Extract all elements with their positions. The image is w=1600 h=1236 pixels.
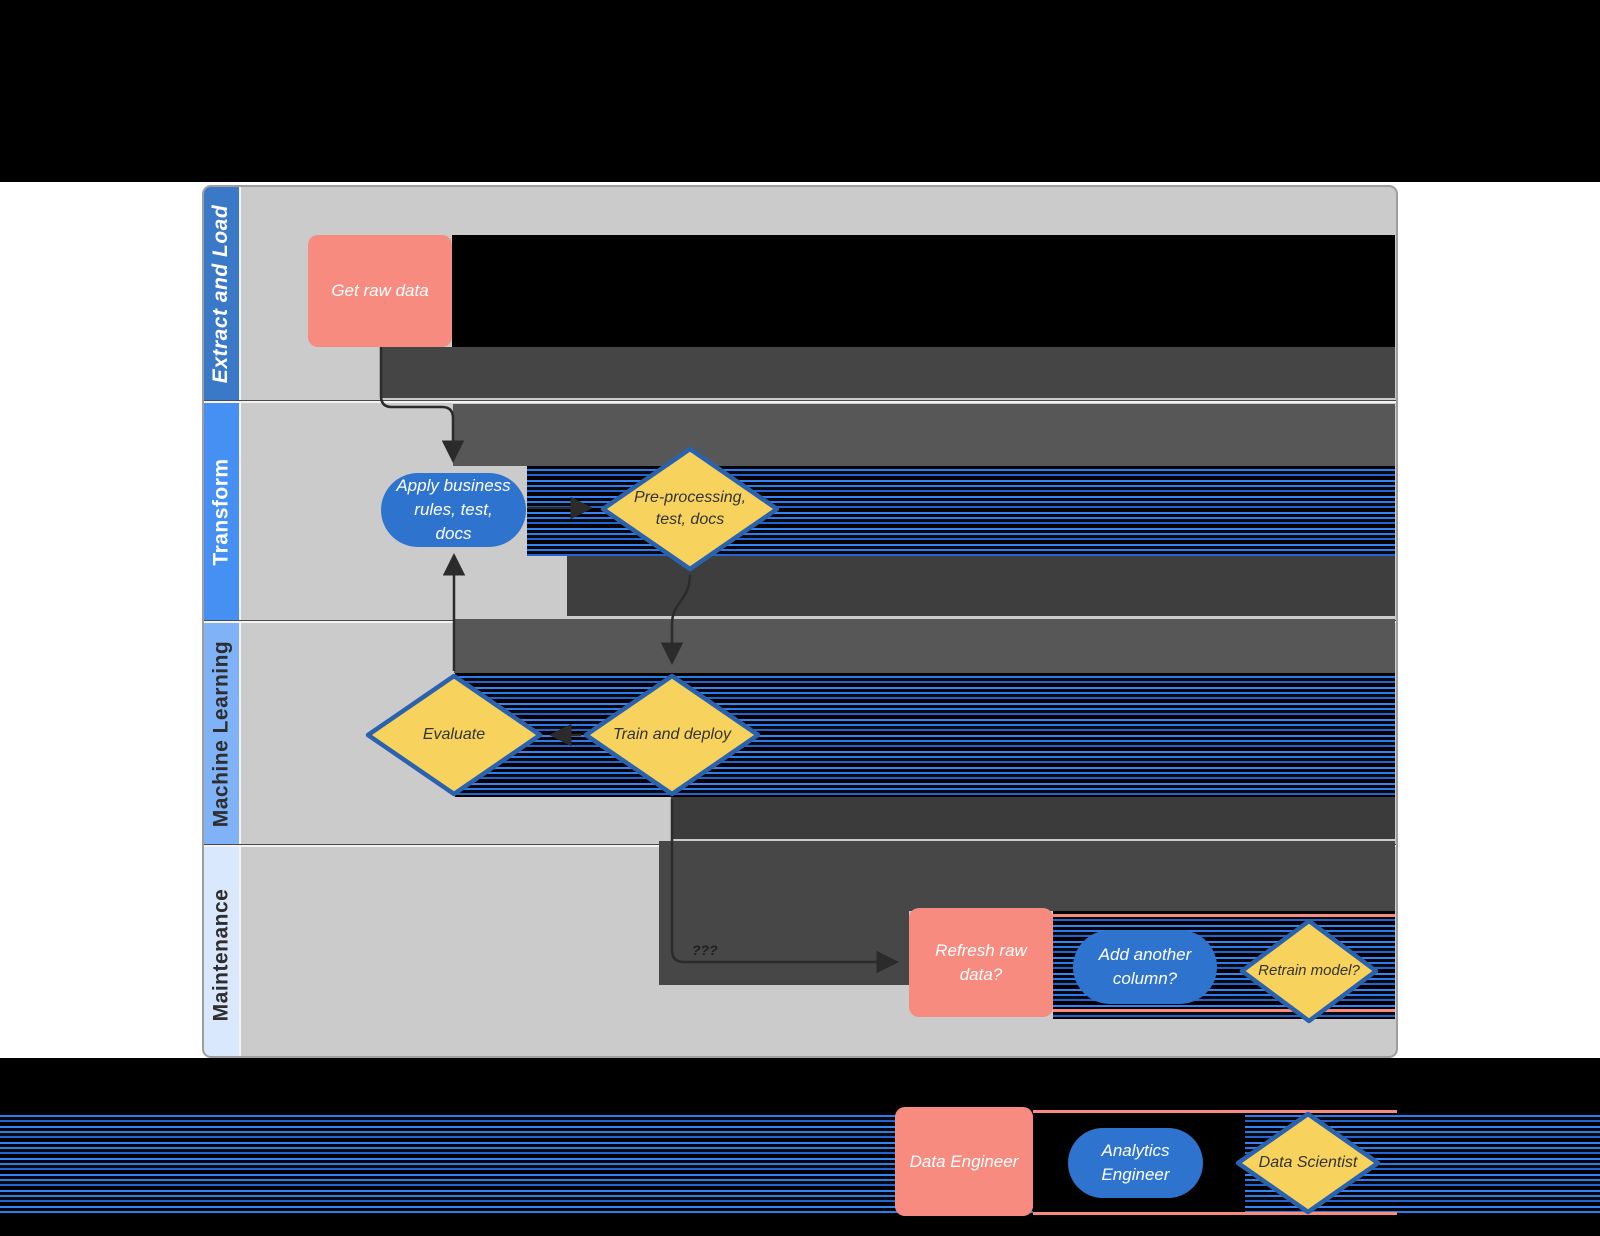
node-train-and-deploy: Train and deploy <box>583 673 761 797</box>
node-add-another-column: Add another column? <box>1073 930 1217 1004</box>
node-label: Retrain model? <box>1258 962 1360 979</box>
lane-label: Maintenance <box>209 888 233 1021</box>
node-label: Train and deploy <box>613 726 731 743</box>
artifact-salmon-line <box>1033 1110 1397 1113</box>
node-label: Refresh raw data? <box>935 940 1027 984</box>
edge-label-train-to-refresh: ??? <box>692 942 718 958</box>
node-retrain-model: Retrain model? <box>1239 918 1379 1024</box>
diamond-shape <box>600 446 780 572</box>
node-label: Get raw data <box>331 281 429 300</box>
legend-label: Data Scientist <box>1258 1154 1358 1171</box>
artifact-salmon-line <box>1033 1212 1397 1215</box>
node-label: Pre-processing, test, docs <box>633 489 747 528</box>
lane-transform: Transform <box>204 401 1396 621</box>
node-label: Add another column? <box>1098 945 1192 988</box>
lane-header-machine-learning: Machine Learning <box>204 623 241 845</box>
lane-label: Machine Learning <box>209 640 233 828</box>
node-refresh-raw-data: Refresh raw data? <box>909 908 1053 1017</box>
legend-data-scientist: Data Scientist <box>1235 1111 1381 1215</box>
diamond-shape <box>583 673 761 797</box>
top-black-band <box>0 0 1600 182</box>
node-evaluate: Evaluate <box>365 673 543 797</box>
artifact-salmon-line <box>1053 1009 1395 1012</box>
lane-header-maintenance: Maintenance <box>204 847 241 1056</box>
lane-header-extract-and-load: Extract and Load <box>204 187 241 401</box>
artifact-gray-lane3-bottom <box>671 797 1395 839</box>
artifact-gray-lane2-bottom <box>567 556 1395 616</box>
node-label: Evaluate <box>422 726 486 743</box>
artifact-black-lane1 <box>452 235 1395 347</box>
diamond-shape <box>1239 918 1379 1024</box>
node-preprocessing: Pre-processing, test, docs <box>600 446 780 572</box>
lane-label: Transform <box>209 458 233 566</box>
artifact-gray-lane3-top <box>454 619 1395 673</box>
legend-label: Analytics Engineer <box>1101 1141 1170 1184</box>
lane-header-transform: Transform <box>204 403 241 621</box>
artifact-salmon-line <box>1053 914 1395 917</box>
node-label: Apply business rules, test, docs <box>396 476 511 543</box>
legend-label: Data Engineer <box>909 1151 1019 1171</box>
node-get-raw-data: Get raw data <box>308 235 452 347</box>
artifact-gray-lane4-top <box>659 841 1395 911</box>
lane-label: Extract and Load <box>209 204 233 384</box>
diamond-shape <box>1235 1111 1381 1215</box>
lane-extract-and-load: Extract and Load <box>204 187 1396 401</box>
node-apply-business-rules: Apply business rules, test, docs <box>381 473 526 547</box>
diamond-shape <box>365 673 543 797</box>
legend-analytics-engineer: Analytics Engineer <box>1068 1128 1203 1198</box>
legend-data-engineer: Data Engineer <box>895 1107 1033 1216</box>
artifact-gray-lane2-top <box>453 404 1395 466</box>
artifact-gray-lane1 <box>380 347 1395 398</box>
